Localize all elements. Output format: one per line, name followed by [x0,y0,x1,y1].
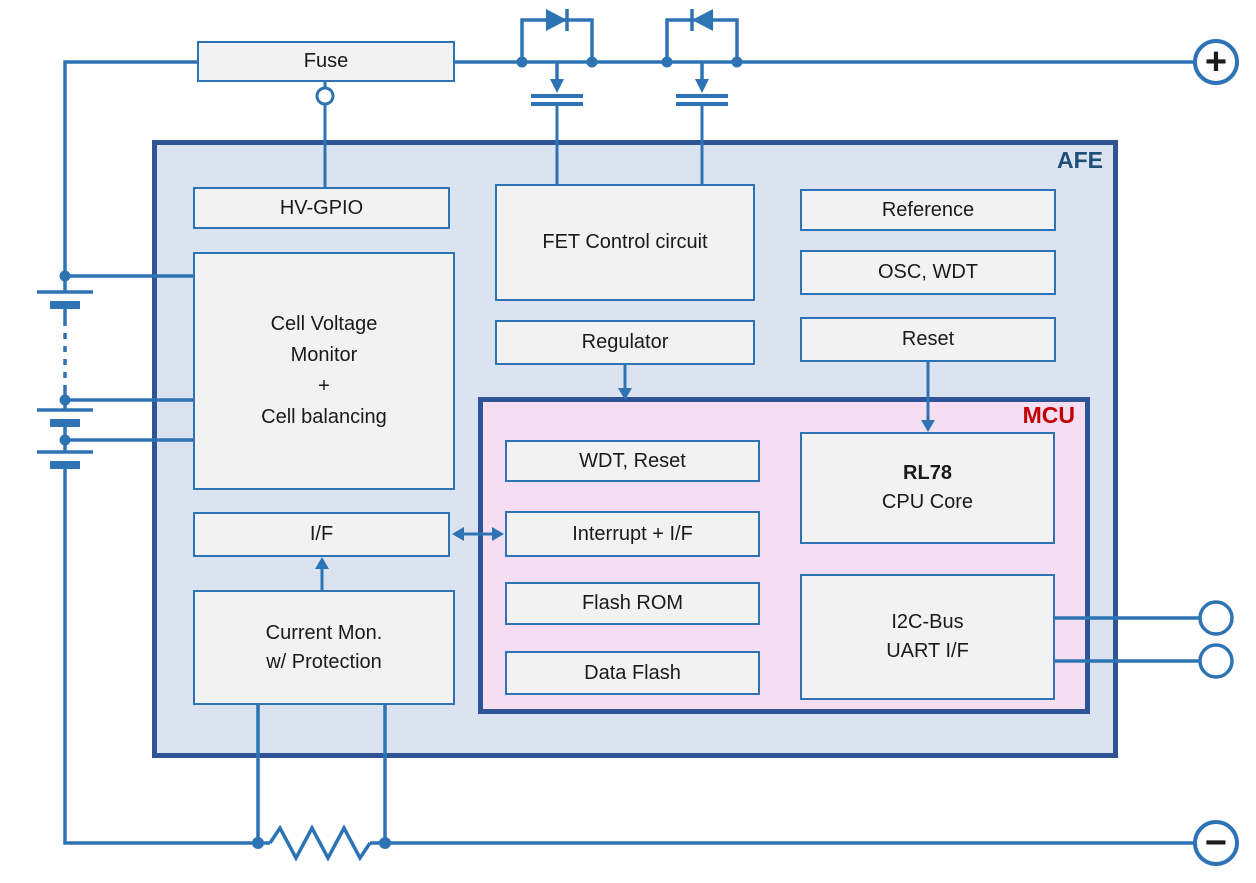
block-cell-voltage-monitor: Cell Voltage Monitor + Cell balancing [193,252,455,490]
block-regulator: Regulator [495,320,755,365]
terminals [1193,39,1239,866]
block-osc-wdt: OSC, WDT [800,250,1056,295]
block-hv-gpio: HV-GPIO [193,187,450,229]
block-flash-rom: Flash ROM [505,582,760,625]
afe-region-label: AFE [1057,147,1103,173]
block-fet-control: FET Control circuit [495,184,755,301]
diode-triangle [692,9,713,31]
fuse-node-circle [315,86,335,106]
battery-stack-symbol [37,290,93,469]
body-diode-loop [665,18,739,62]
block-interrupt-if: Interrupt + I/F [505,511,760,557]
positive-terminal-sign: + [1204,41,1228,83]
junction-dot [59,394,71,406]
junction-dot [516,56,528,68]
resistor-zigzag [268,824,372,862]
mcu-region-label: MCU [1022,402,1075,428]
block-current-monitor: Current Mon. w/ Protection [193,590,455,705]
junction-dot [661,56,673,68]
junction-dot [586,56,598,68]
junction-dot [731,56,743,68]
junction-dot [252,837,264,849]
block-data-flash: Data Flash [505,651,760,695]
cpu-core-subtitle: CPU Core [881,491,974,513]
fet-arrow [695,79,709,93]
cpu-core-title: RL78 [903,462,952,484]
block-reset: Reset [800,317,1056,362]
junction-dot [59,434,71,446]
negative-terminal-sign: − [1204,822,1228,864]
block-i2c-uart: I2C-Bus UART I/F [800,574,1055,700]
diode-triangle [546,9,567,31]
block-fuse: Fuse [197,41,455,82]
comm-terminal-circle [1198,643,1234,679]
block-interface: I/F [193,512,450,557]
junction-dot [59,270,71,282]
body-diode-loop [520,18,594,62]
block-reference: Reference [800,189,1056,231]
block-wdt-reset: WDT, Reset [505,440,760,482]
comm-terminal-circle [1198,600,1234,636]
junction-dot [379,837,391,849]
fet-arrow [550,79,564,93]
block-cpu-core: RL78 CPU Core [800,432,1055,544]
